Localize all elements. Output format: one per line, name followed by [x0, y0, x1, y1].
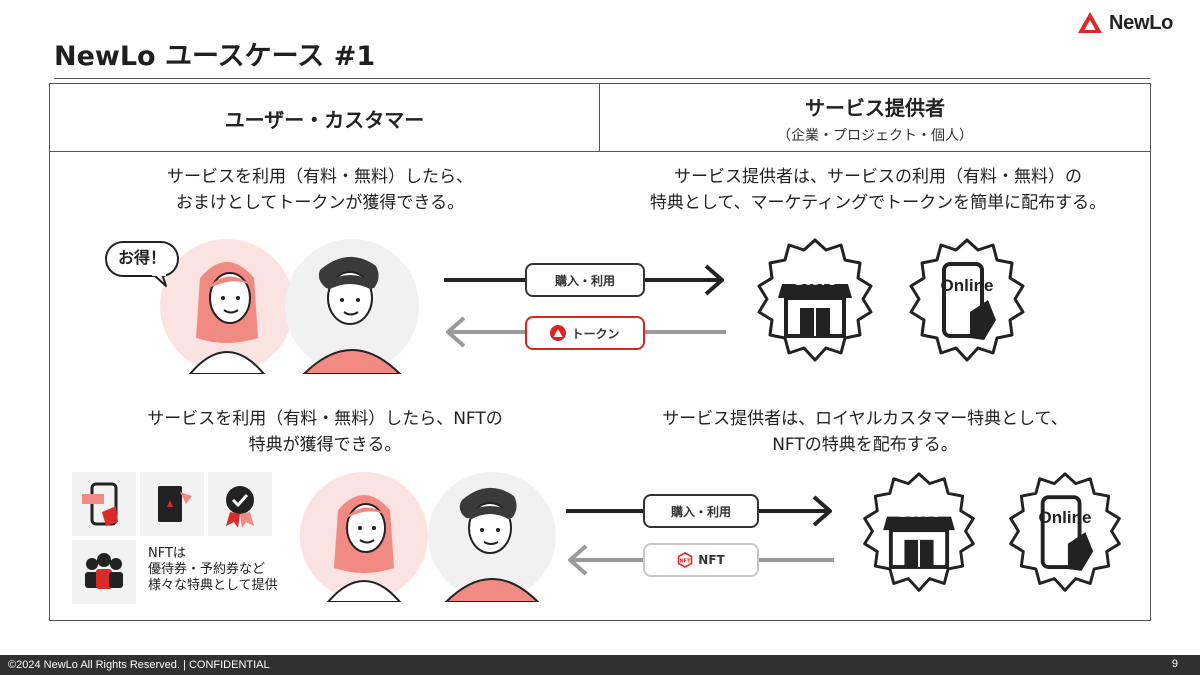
row1-caption-user: サービスを利用（有料・無料）したら、 おまけとしてトークンが獲得できる。	[167, 167, 473, 213]
store-text: Store	[793, 270, 837, 289]
nft-group-people-icon	[72, 540, 136, 604]
nft-coupon-icon	[140, 472, 204, 536]
row1-people	[160, 238, 420, 375]
nft-icon: NFT	[677, 552, 693, 568]
row1-store-badge: Store	[748, 236, 882, 370]
table-header: ユーザー・カスタマー サービス提供者 （企業・プロジェクト・個人）	[50, 84, 1150, 152]
row1-purchase-label: 購入・利用	[525, 263, 645, 297]
nft-note: NFTは 優待券・予約券など 様々な特典として提供	[148, 546, 278, 593]
newlo-logo: NewLo	[1077, 10, 1187, 36]
nft-mobile-ticket-icon	[72, 472, 136, 536]
header-divider	[599, 84, 600, 152]
row1-caption-provider: サービス提供者は、サービスの利用（有料・無料）の 特典として、マーケティングでト…	[649, 167, 1107, 213]
online-text: Online	[1038, 508, 1092, 527]
footer-bar: ©2024 NewLo All Rights Reserved. | CONFI…	[0, 655, 1200, 675]
page-number: 9	[1171, 658, 1178, 670]
smartphone-icon	[1040, 495, 1082, 569]
page-title: NewLo ユースケース #1	[54, 41, 376, 72]
header-provider-title: サービス提供者	[805, 95, 945, 120]
svg-text:NFT: NFT	[680, 559, 692, 565]
row2-purchase-label: 購入・利用	[643, 494, 759, 528]
logo-text: NewLo	[1109, 11, 1174, 34]
smartphone-icon	[942, 262, 984, 338]
token-icon	[550, 325, 567, 341]
row2-people	[298, 470, 560, 603]
copyright-text: ©2024 NewLo All Rights Reserved. | CONFI…	[8, 659, 270, 671]
content-frame: ユーザー・カスタマー サービス提供者 （企業・プロジェクト・個人）	[49, 83, 1151, 621]
store-text: Store	[897, 502, 941, 521]
row2-online-badge: Online	[1000, 470, 1130, 600]
hand-icon	[970, 300, 996, 340]
row2-caption-provider: サービス提供者は、ロイヤルカスタマー特典として、 NFTの特典を配布する。	[662, 409, 1068, 455]
header-provider-sub: （企業・プロジェクト・個人）	[777, 127, 973, 144]
store-icon	[883, 516, 955, 531]
hand-icon	[1067, 532, 1094, 571]
header-service-provider: サービス提供者 （企業・プロジェクト・個人）	[600, 84, 1150, 152]
newlo-mark-icon	[1078, 12, 1102, 33]
row2-caption-user: サービスを利用（有料・無料）したら、NFTの 特典が獲得できる。	[147, 409, 503, 455]
row1-token-label: トークン	[525, 316, 645, 350]
speech-bubble: お得！	[104, 240, 180, 288]
speech-bubble-text: お得！	[117, 248, 166, 267]
row2-store-badge: Store	[854, 470, 984, 600]
store-icon	[778, 284, 852, 298]
row2-nft-label: NFT NFT	[643, 543, 759, 577]
online-text: Online	[940, 276, 994, 295]
row1-online-badge: Online	[900, 236, 1034, 370]
nft-certificate-badge-icon	[208, 472, 272, 536]
header-user-customer: ユーザー・カスタマー	[224, 107, 425, 132]
title-divider	[54, 78, 1150, 79]
